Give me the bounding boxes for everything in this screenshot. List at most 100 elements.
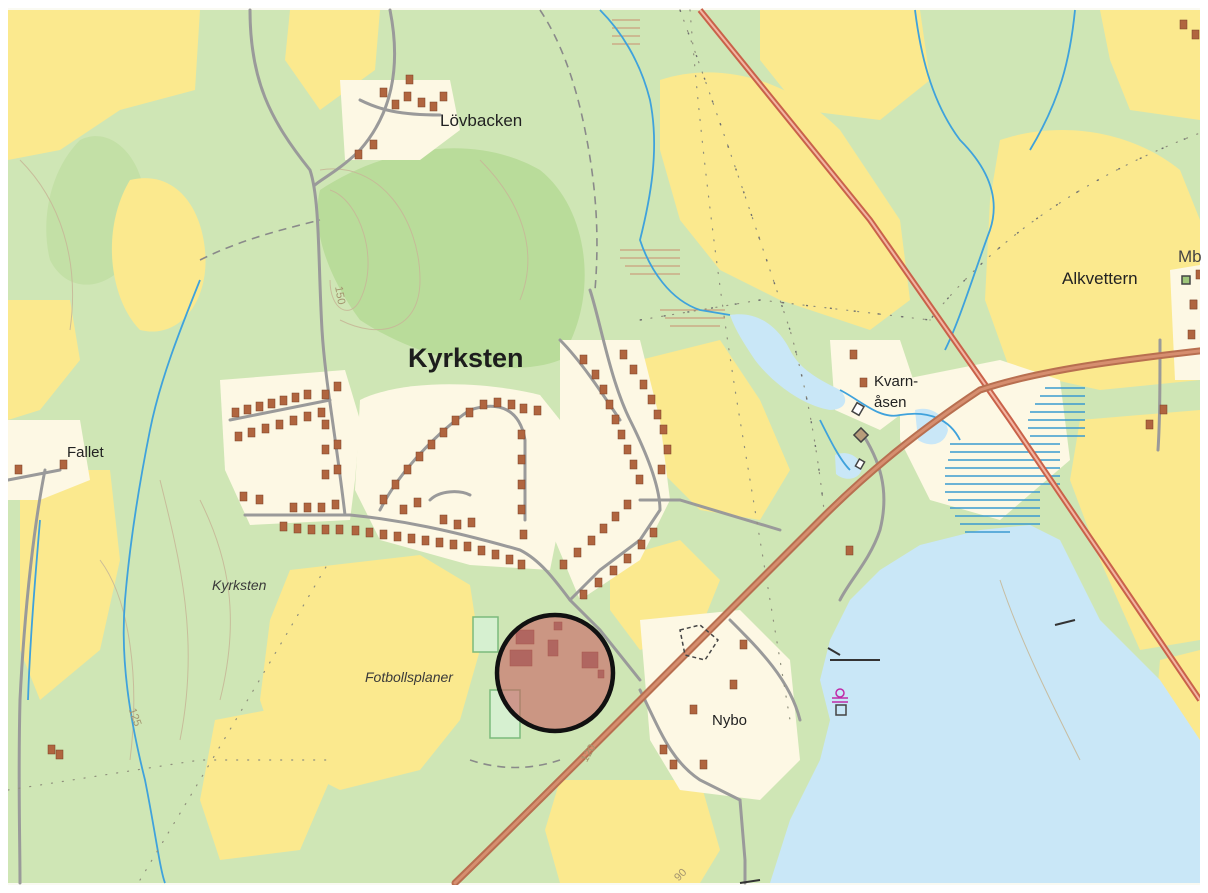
building xyxy=(317,502,326,513)
building xyxy=(439,427,448,438)
label-alkvettern: Alkvettern xyxy=(1062,269,1138,288)
building xyxy=(1191,29,1200,40)
building xyxy=(463,541,472,552)
building xyxy=(335,524,344,535)
building xyxy=(739,639,748,650)
building xyxy=(403,91,412,102)
building xyxy=(1159,404,1168,415)
settlement-area xyxy=(830,340,920,430)
building xyxy=(231,407,240,418)
building xyxy=(491,549,500,560)
building xyxy=(289,502,298,513)
building xyxy=(639,379,648,390)
building xyxy=(321,419,330,430)
settlement-area xyxy=(555,340,670,600)
building xyxy=(321,469,330,480)
building xyxy=(689,704,698,715)
label-kyrksten-area: Kyrksten xyxy=(212,577,267,593)
building xyxy=(333,439,342,450)
building xyxy=(303,502,312,513)
building xyxy=(379,529,388,540)
building xyxy=(623,553,632,564)
field-area xyxy=(260,555,480,790)
building xyxy=(403,464,412,475)
building xyxy=(611,414,620,425)
building xyxy=(234,431,243,442)
building xyxy=(1187,329,1196,340)
building xyxy=(1189,299,1198,310)
building xyxy=(413,497,422,508)
label-kvarnasen-line2: åsen xyxy=(874,394,907,411)
building xyxy=(849,349,858,360)
building xyxy=(451,415,460,426)
streams xyxy=(27,9,1076,884)
building xyxy=(47,744,56,755)
building xyxy=(415,451,424,462)
building xyxy=(493,397,502,408)
building xyxy=(519,403,528,414)
building xyxy=(354,149,363,160)
building xyxy=(239,491,248,502)
building xyxy=(303,411,312,422)
building xyxy=(479,399,488,410)
building xyxy=(517,429,526,440)
building xyxy=(659,424,668,435)
building xyxy=(453,519,462,530)
building xyxy=(507,399,516,410)
railway xyxy=(697,8,1203,702)
field-area xyxy=(760,10,930,120)
building xyxy=(519,529,528,540)
building xyxy=(617,429,626,440)
building xyxy=(517,454,526,465)
building xyxy=(289,415,298,426)
piers xyxy=(739,619,1076,884)
building xyxy=(559,559,568,570)
building xyxy=(623,444,632,455)
building xyxy=(391,99,400,110)
building xyxy=(623,499,632,510)
main-road xyxy=(451,346,1208,887)
building xyxy=(435,537,444,548)
settlement-area xyxy=(900,360,1070,520)
building xyxy=(59,459,68,470)
field-area xyxy=(1100,10,1200,120)
building xyxy=(369,139,378,150)
building xyxy=(391,479,400,490)
power-line-poles xyxy=(639,9,1208,521)
building xyxy=(859,377,868,388)
building xyxy=(14,464,23,475)
field-area xyxy=(8,300,80,420)
building xyxy=(333,381,342,392)
building xyxy=(243,404,252,415)
building xyxy=(279,521,288,532)
building xyxy=(573,547,582,558)
building xyxy=(439,514,448,525)
contour-lines xyxy=(19,159,1081,761)
building xyxy=(517,479,526,490)
building xyxy=(449,539,458,550)
building xyxy=(619,349,628,360)
building xyxy=(291,392,300,403)
building xyxy=(55,749,64,760)
building xyxy=(247,427,256,438)
building xyxy=(393,531,402,542)
label-kvarnasen-line1: Kvarn- xyxy=(874,373,919,390)
building xyxy=(267,398,276,409)
field-area xyxy=(985,130,1200,390)
building xyxy=(729,679,738,690)
building xyxy=(609,565,618,576)
building xyxy=(405,74,414,85)
building xyxy=(255,401,264,412)
field-area xyxy=(1070,410,1200,650)
building xyxy=(421,535,430,546)
building xyxy=(599,523,608,534)
forest-dark-area xyxy=(317,148,585,368)
building xyxy=(699,759,708,770)
building xyxy=(275,419,284,430)
building xyxy=(591,369,600,380)
settlement-area xyxy=(8,420,90,500)
building xyxy=(465,407,474,418)
location-marker-circle[interactable] xyxy=(494,612,616,734)
